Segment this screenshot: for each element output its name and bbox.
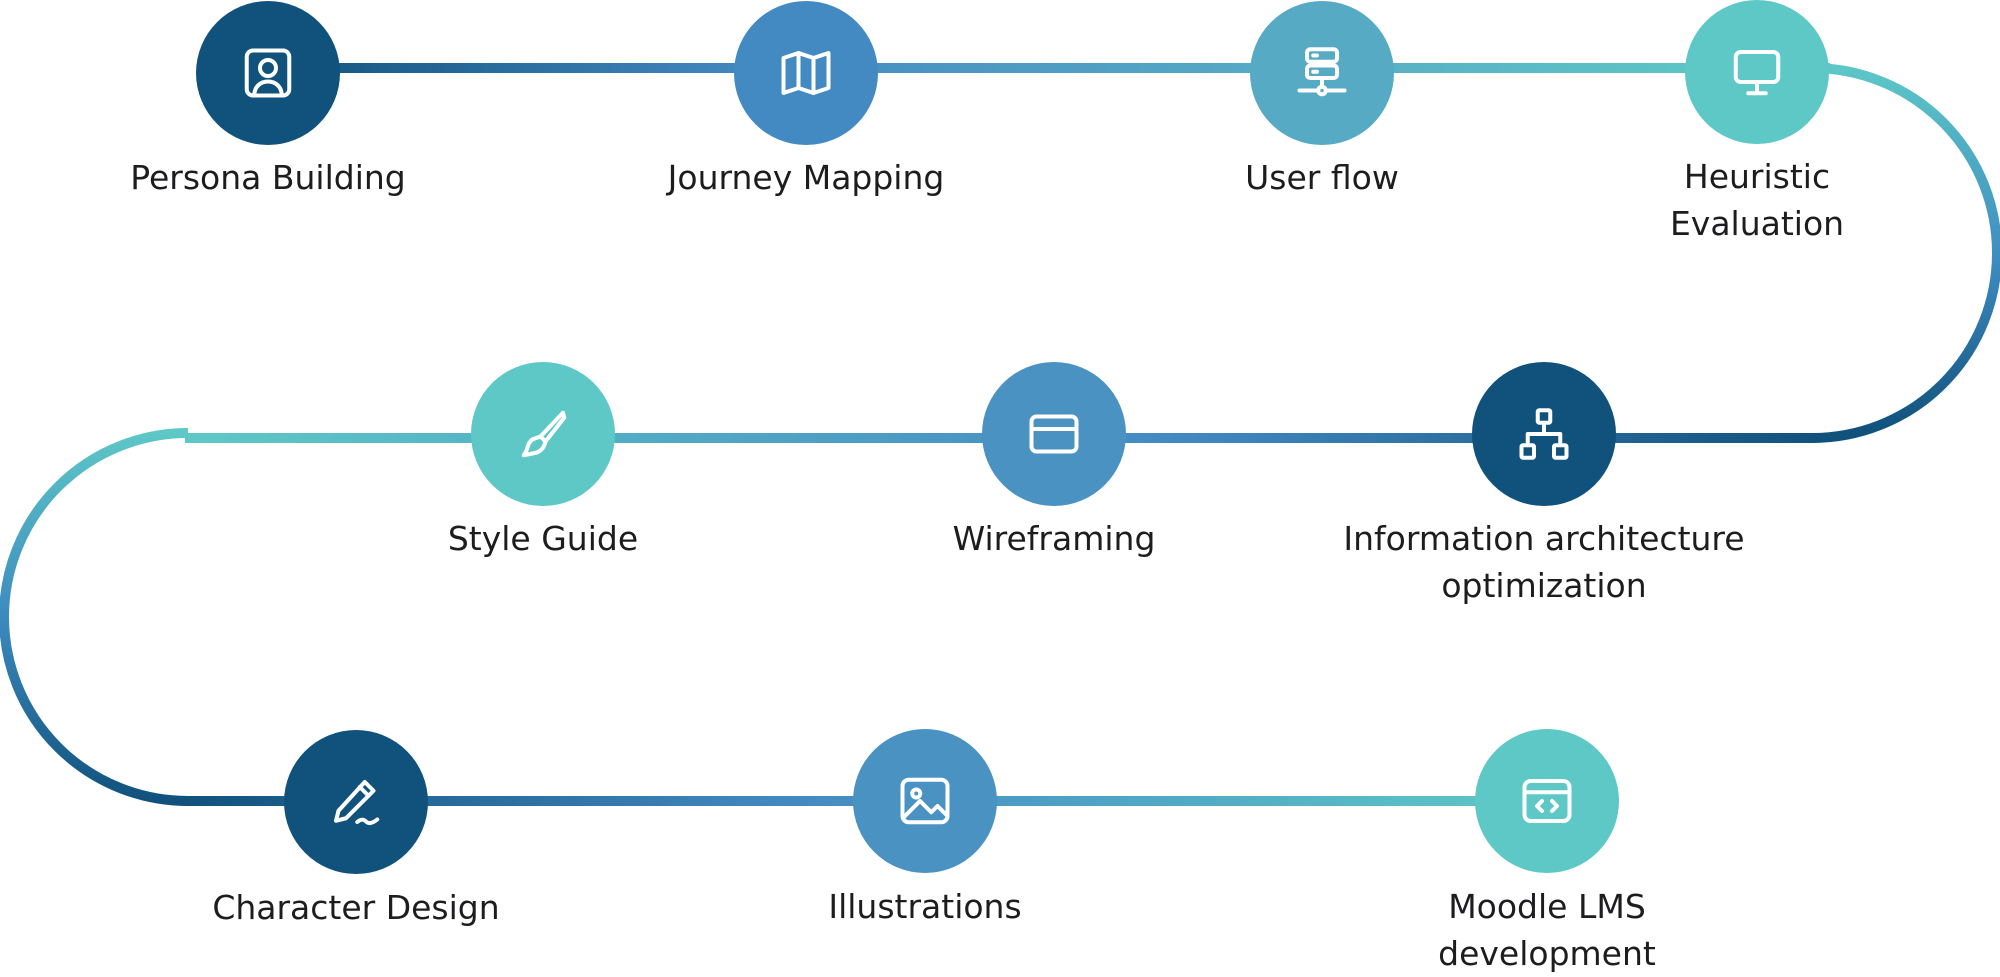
- step-node-character-design[interactable]: [284, 730, 428, 874]
- step-label-character-design: Character Design: [212, 888, 500, 927]
- step-label-journey-mapping: Journey Mapping: [667, 158, 945, 197]
- step-label-information-architecture: Information architecture optimization: [1343, 519, 1745, 605]
- wireframe-card-icon: [1029, 414, 1079, 454]
- step-label-wireframing: Wireframing: [952, 519, 1156, 558]
- step-label-persona-building: Persona Building: [130, 158, 406, 197]
- step-node-information-architecture[interactable]: [1472, 362, 1616, 506]
- step-label-style-guide: Style Guide: [447, 519, 639, 558]
- monitor-icon: [1733, 50, 1781, 96]
- track-curve-left: [0, 428, 189, 806]
- step-label-illustrations: Illustrations: [828, 887, 1022, 926]
- step-node-journey-mapping[interactable]: [734, 1, 878, 145]
- step-label-heuristic-evaluation: Heuristic Evaluation: [1669, 157, 1845, 243]
- brush-icon: [521, 410, 567, 458]
- step-node-persona-building[interactable]: [196, 1, 340, 145]
- step-label-user-flow: User flow: [1245, 158, 1399, 197]
- step-node-user-flow[interactable]: [1250, 1, 1394, 145]
- pen-signature-icon: [334, 780, 380, 826]
- step-node-wireframing[interactable]: [982, 362, 1126, 506]
- step-label-moodle-lms: Moodle LMS development: [1438, 887, 1656, 973]
- step-node-illustrations[interactable]: [853, 729, 997, 873]
- map-icon: [781, 51, 831, 95]
- sitemap-icon: [1519, 408, 1569, 460]
- step-node-heuristic-evaluation[interactable]: [1685, 0, 1829, 144]
- code-window-icon: [1522, 779, 1572, 823]
- user-portrait-icon: [244, 48, 292, 98]
- step-node-moodle-lms[interactable]: [1475, 729, 1619, 873]
- step-node-style-guide[interactable]: [471, 362, 615, 506]
- track-curve-right: [1811, 63, 2000, 443]
- server-network-icon: [1297, 47, 1347, 97]
- image-icon: [900, 777, 950, 825]
